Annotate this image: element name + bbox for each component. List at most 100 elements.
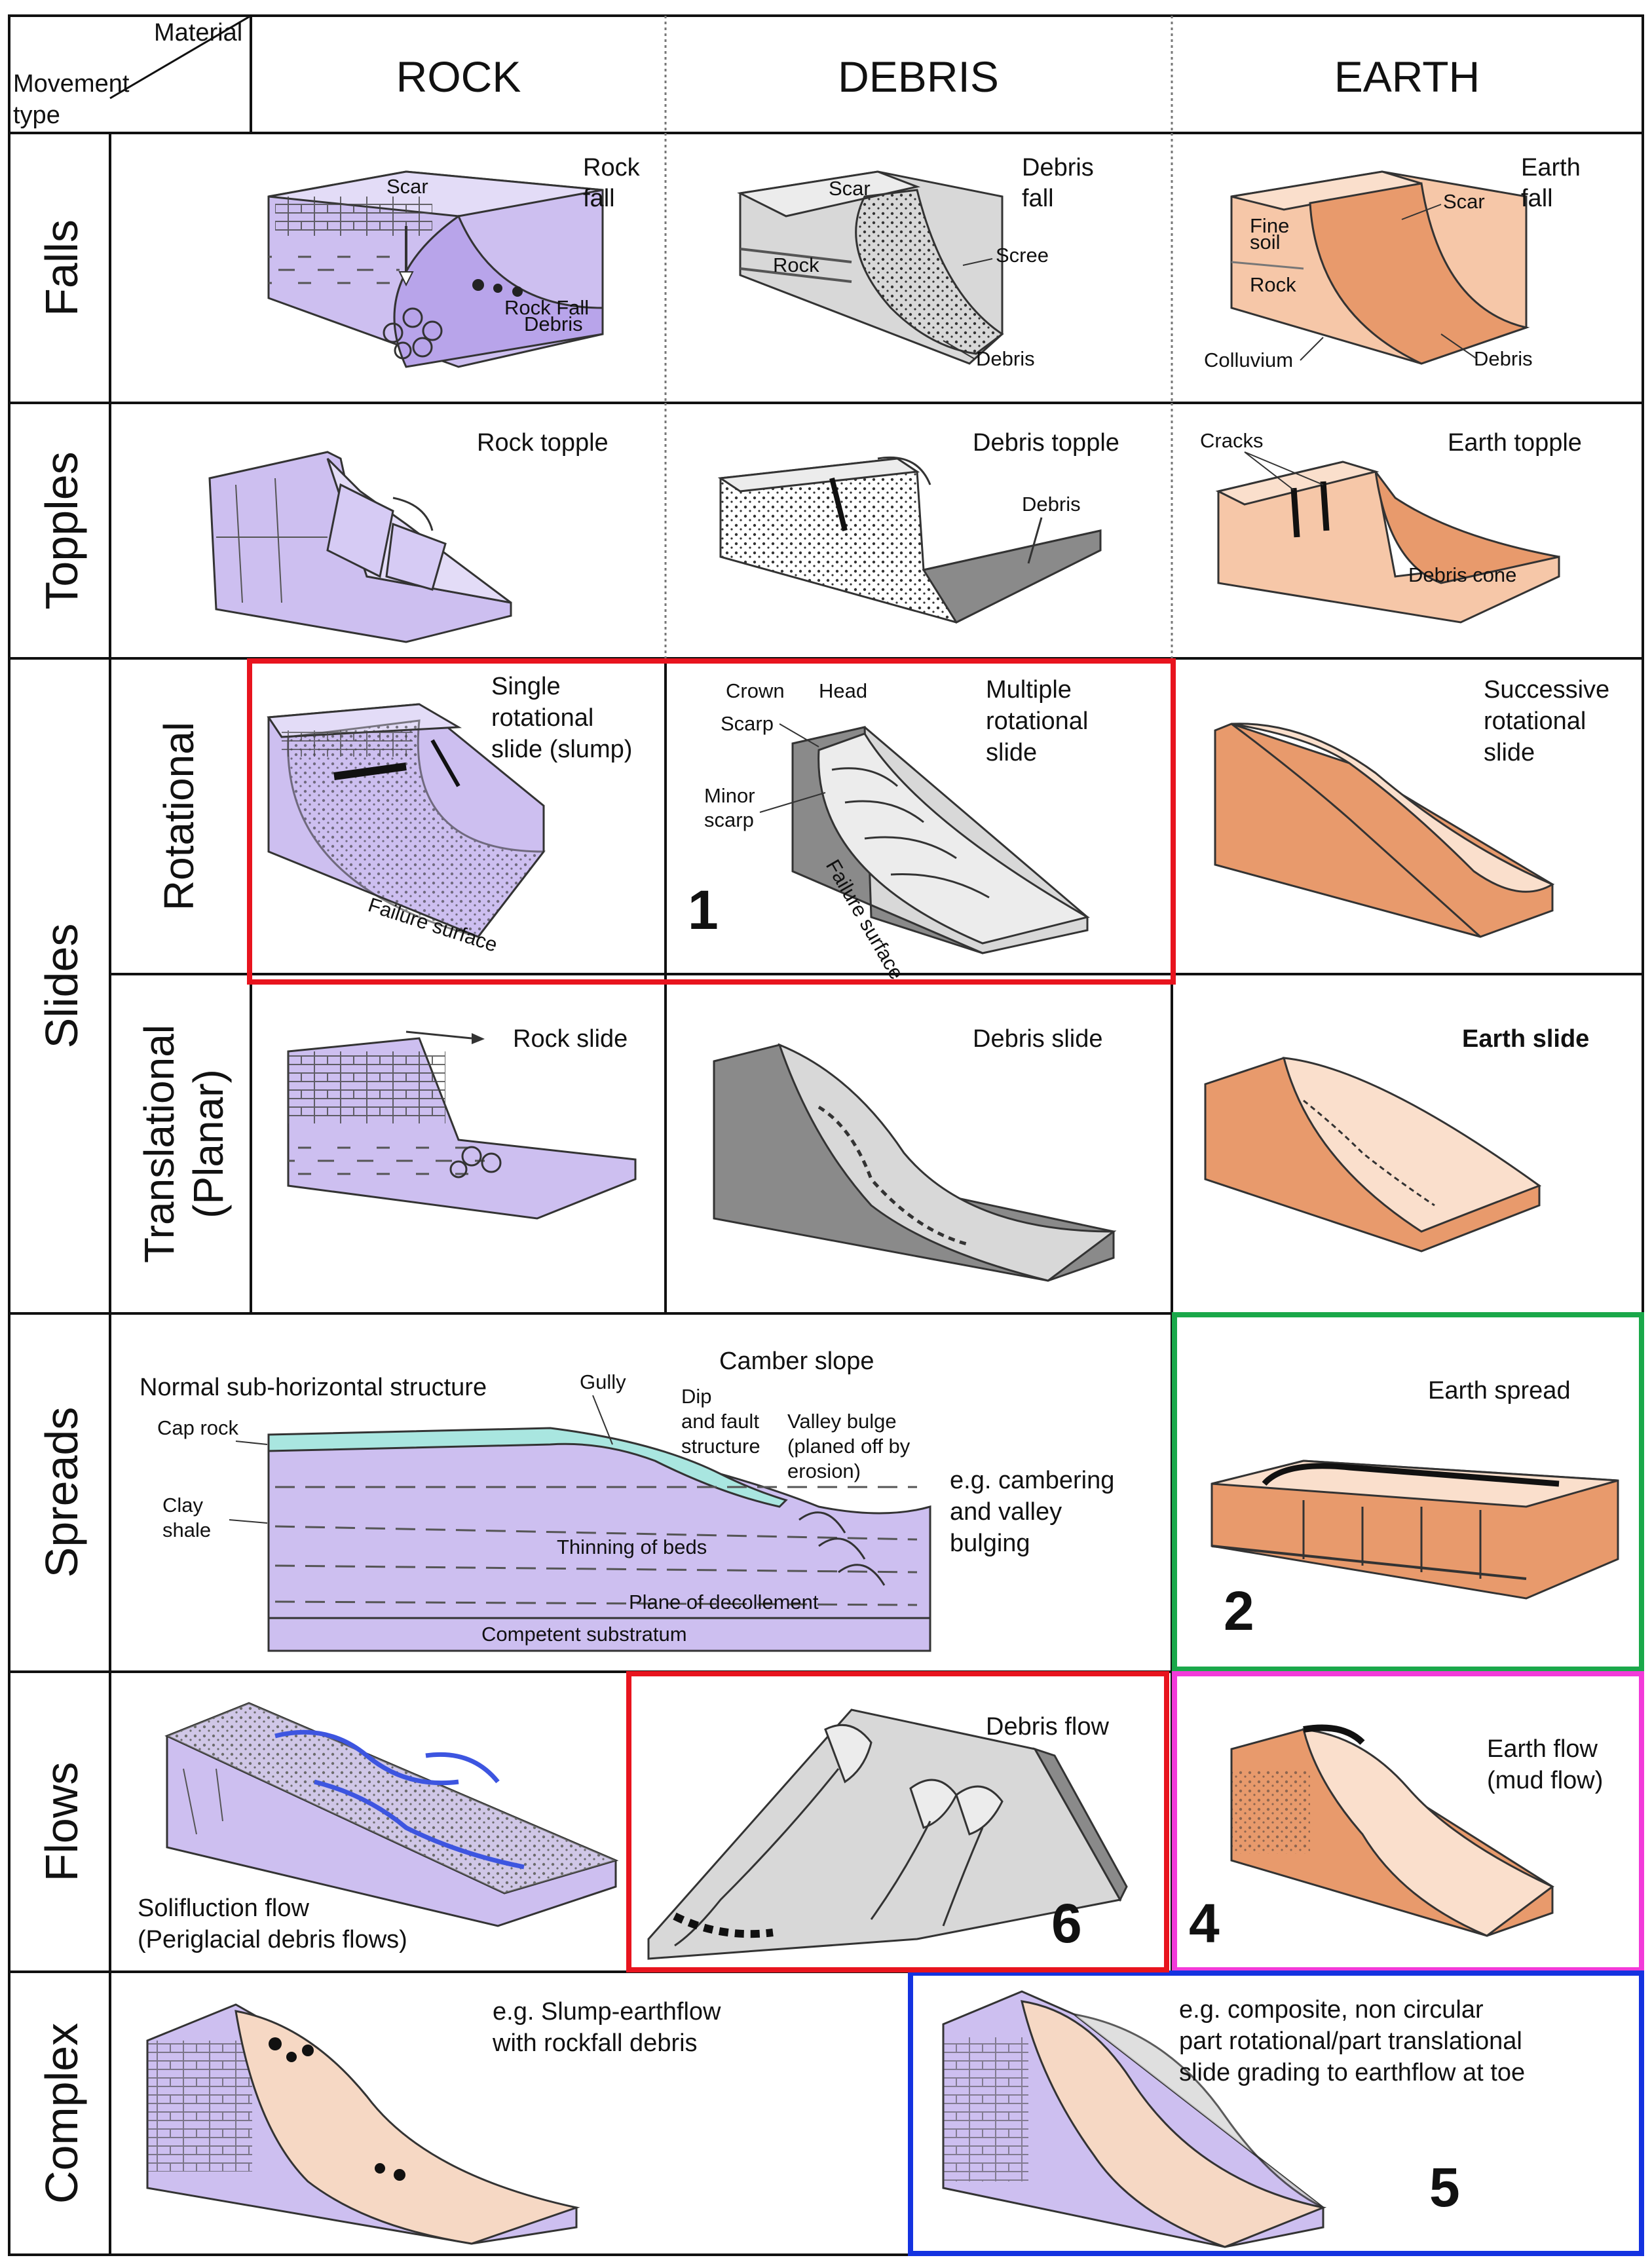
- cell-earth-flow: Earth flow (mud flow): [1230, 1724, 1603, 1937]
- movement-type-label-line2: type: [13, 102, 60, 129]
- earth-fall-debris-label: Debris: [1474, 347, 1533, 370]
- earth-topple-title: Earth topple: [1448, 429, 1582, 457]
- cell-debris-translational: Debris slide: [713, 1025, 1117, 1282]
- row-labels: Falls Topples Slides Rotational Translat…: [36, 219, 232, 2204]
- rock-topple-title: Rock topple: [477, 429, 609, 457]
- earth-flow-title-line2: (mud flow): [1487, 1767, 1603, 1794]
- cell-rock-rotational: Failure surface Single rotational slide …: [267, 673, 632, 956]
- earth-topple-debris-cone-label: Debris cone: [1408, 563, 1516, 586]
- debris-fall-scar-label: Scar: [829, 177, 871, 200]
- rock-fall-title-line1: Rock: [583, 154, 641, 181]
- spreads-valley-bulge-label-line3: erosion): [787, 1460, 861, 1482]
- cell-earth-translational: Earth slide: [1204, 1025, 1589, 1253]
- cell-spreads-rock-debris: Normal sub-horizontal structure Camber s…: [140, 1348, 1114, 1652]
- row-label-topples: Topples: [36, 451, 87, 609]
- debris-rotational-scarp-label: Scarp: [721, 712, 774, 735]
- cell-earth-rotational: Successive rotational slide: [1214, 676, 1609, 938]
- rock-rotational-title-line1: Single: [491, 673, 561, 700]
- header: Material Movement type ROCK DEBRIS EARTH: [13, 19, 1480, 129]
- debris-fall-rock-label: Rock: [773, 254, 819, 276]
- debris-fall-title-line2: fall: [1022, 185, 1054, 212]
- highlight-box-6: [626, 1671, 1169, 1972]
- cell-debris-fall: Rock Scar Scree Debris Debris fall: [737, 154, 1094, 370]
- complex-rock-title-line1: e.g. Slump-earthflow: [493, 1998, 721, 2026]
- spreads-thinning-label: Thinning of beds: [557, 1536, 707, 1558]
- rock-fall-title-line2: fall: [583, 185, 615, 212]
- debris-fall-debris-label: Debris: [976, 347, 1035, 370]
- earth-translational-title: Earth slide: [1462, 1025, 1589, 1053]
- row-label-complex: Complex: [36, 2023, 87, 2204]
- debris-fall-title-line1: Debris: [1022, 154, 1094, 181]
- spreads-eg-label-line1: e.g. cambering: [950, 1467, 1114, 1494]
- debris-flow-title: Debris flow: [986, 1713, 1109, 1741]
- column-header-debris: DEBRIS: [838, 52, 999, 101]
- highlight-box-2: [1172, 1312, 1644, 1672]
- earth-flow-title-line1: Earth flow: [1487, 1735, 1598, 1763]
- column-header-rock: ROCK: [396, 52, 521, 101]
- highlight-number-5: 5: [1429, 2157, 1460, 2218]
- rock-rotational-title-line3: slide (slump): [491, 736, 632, 763]
- highlight-number-4: 4: [1189, 1893, 1220, 1954]
- spreads-clay-label-line1: Clay: [162, 1494, 204, 1517]
- rock-fall-scar-label: Scar: [386, 175, 428, 198]
- debris-rotational-minor-scarp-label-line1: Minor: [704, 784, 755, 807]
- debris-topple-title: Debris topple: [973, 429, 1119, 457]
- earth-rotational-title-line3: slide: [1484, 739, 1535, 766]
- highlight-number-2: 2: [1224, 1580, 1254, 1642]
- earth-fall-scar-label: Scar: [1443, 190, 1485, 213]
- cell-rock-topple: Rock topple: [208, 429, 609, 643]
- complex-earth-title-line1: e.g. composite, non circular: [1179, 1996, 1484, 2024]
- spreads-normal-structure-label: Normal sub-horizontal structure: [140, 1374, 487, 1401]
- spreads-dip-label-line2: and fault: [681, 1410, 759, 1433]
- row-label-rotational: Rotational: [155, 722, 202, 911]
- spreads-eg-label-line3: bulging: [950, 1530, 1030, 1557]
- spreads-dip-label-line3: structure: [681, 1435, 760, 1458]
- cell-debris-topple: Debris topple Debris: [717, 429, 1119, 624]
- debris-rotational-title-line1: Multiple: [986, 676, 1072, 704]
- earth-fall-fine-soil-label-line2: soil: [1250, 231, 1281, 254]
- spreads-dip-label-line1: Dip: [681, 1385, 712, 1408]
- cell-complex-rock: e.g. Slump-earthflow with rockfall debri…: [146, 1998, 721, 2245]
- highlight-number-1: 1: [688, 879, 719, 941]
- row-label-slides: Slides: [36, 924, 87, 1049]
- cell-earth-fall: Fine soil Rock Scar Colluvium Debris Ear…: [1204, 154, 1581, 371]
- rock-fall-debris-label-line1: Rock Fall: [504, 296, 589, 319]
- cell-rock-fall: Scar Rock Fall Debris Rock fall: [267, 154, 641, 368]
- solifluction-title-line1: Solifluction flow: [138, 1894, 309, 1922]
- cell-earth-spread: Earth spread: [1211, 1377, 1619, 1600]
- cell-earth-topple: Cracks Earth topple Debris cone: [1200, 429, 1582, 624]
- debris-fall-scree-label: Scree: [996, 244, 1049, 267]
- row-label-planar: (Planar): [185, 1069, 232, 1218]
- spreads-clay-label-line2: shale: [162, 1518, 211, 1541]
- earth-fall-colluvium-label: Colluvium: [1204, 349, 1293, 371]
- solifluction-title-line2: (Periglacial debris flows): [138, 1926, 407, 1953]
- cell-debris-rotational: Crown Head Scarp Minor scarp Failure sur…: [704, 676, 1090, 983]
- cell-debris-flow: Debris flow: [647, 1708, 1128, 1960]
- earth-spread-title: Earth spread: [1428, 1377, 1571, 1404]
- cell-rock-translational: Rock slide: [287, 1025, 637, 1220]
- rock-fall-debris-label-line2: Debris: [524, 312, 583, 335]
- highlight-number-6: 6: [1051, 1893, 1082, 1954]
- spreads-valley-bulge-label-line2: (planed off by: [787, 1435, 910, 1458]
- spreads-substratum-label: Competent substratum: [481, 1623, 687, 1646]
- debris-rotational-minor-scarp-label-line2: scarp: [704, 808, 754, 831]
- highlight-box-1: [247, 658, 1176, 985]
- spreads-gully-label: Gully: [580, 1370, 626, 1393]
- complex-earth-title-line2: part rotational/part translational: [1179, 2027, 1522, 2055]
- movement-type-label-line1: Movement: [13, 70, 130, 98]
- debris-translational-title: Debris slide: [973, 1025, 1103, 1053]
- highlight-box-4: [1172, 1671, 1644, 1972]
- row-label-spreads: Spreads: [36, 1407, 87, 1578]
- column-header-earth: EARTH: [1334, 52, 1480, 101]
- earth-fall-title-line2: fall: [1521, 185, 1553, 212]
- debris-rotational-head-label: Head: [819, 679, 867, 702]
- spreads-plane-label: Plane of decollement: [629, 1591, 819, 1613]
- row-label-falls: Falls: [36, 219, 87, 316]
- debris-rotational-title-line2: rotational: [986, 707, 1088, 735]
- earth-topple-cracks-label: Cracks: [1200, 429, 1263, 452]
- earth-fall-rock-label: Rock: [1250, 273, 1296, 296]
- spreads-eg-label-line2: and valley: [950, 1498, 1062, 1526]
- debris-topple-debris-label: Debris: [1022, 493, 1081, 516]
- cell-complex-earth: e.g. composite, non circular part rotati…: [942, 1990, 1525, 2248]
- highlight-box-5: [908, 1970, 1644, 2256]
